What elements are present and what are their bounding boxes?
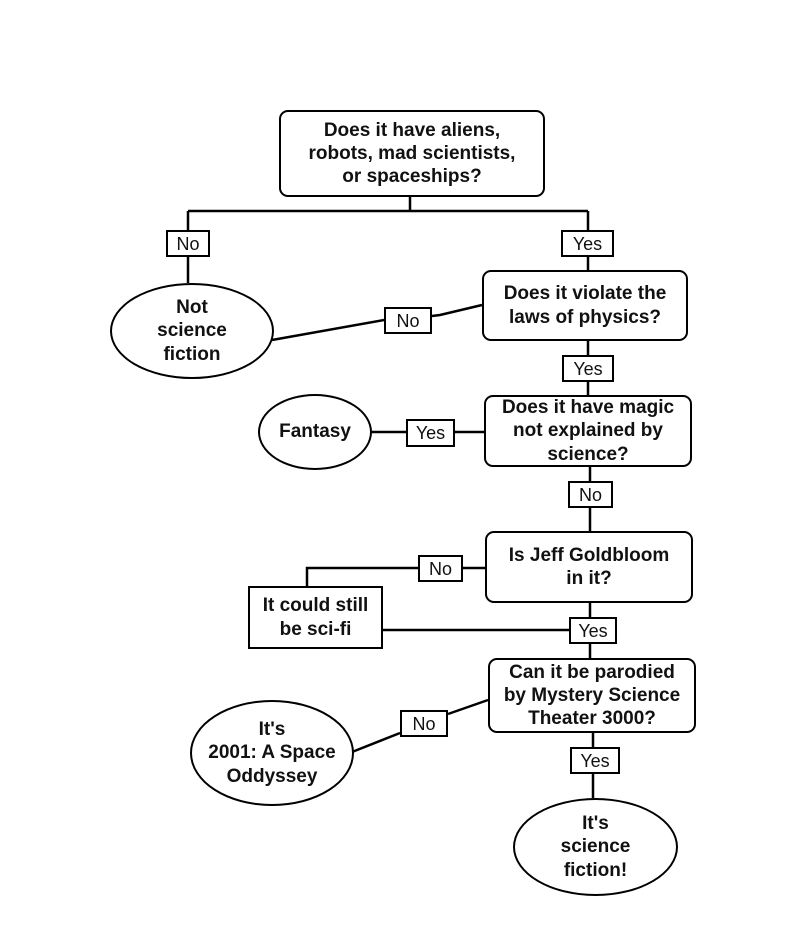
outcome-could-still-be-scifi: It could still be sci-fi [248,586,383,649]
label-q5-no: No [400,710,448,737]
question-aliens-robots: Does it have aliens, robots, mad scienti… [279,110,545,197]
label-q1-no: No [166,230,210,257]
question-violate-physics: Does it violate the laws of physics? [482,270,688,341]
outcome-fantasy: Fantasy [258,394,372,470]
question-magic: Does it have magic not explained by scie… [484,395,692,467]
label-q3-no: No [568,481,613,508]
outcome-2001-space-odyssey: It's 2001: A Space Oddyssey [190,700,354,806]
question-jeff-goldbloom: Is Jeff Goldbloom in it? [485,531,693,603]
outcome-not-science-fiction: Not science fiction [110,283,274,379]
label-q1-yes: Yes [561,230,614,257]
label-q2-no: No [384,307,432,334]
label-q4-yes: Yes [569,617,617,644]
label-q3-yes: Yes [406,419,455,447]
label-q5-yes: Yes [570,747,620,774]
label-q4-no: No [418,555,463,582]
outcome-science-fiction: It's science fiction! [513,798,678,896]
question-mst3k: Can it be parodied by Mystery Science Th… [488,658,696,733]
label-q2-yes: Yes [562,355,614,382]
